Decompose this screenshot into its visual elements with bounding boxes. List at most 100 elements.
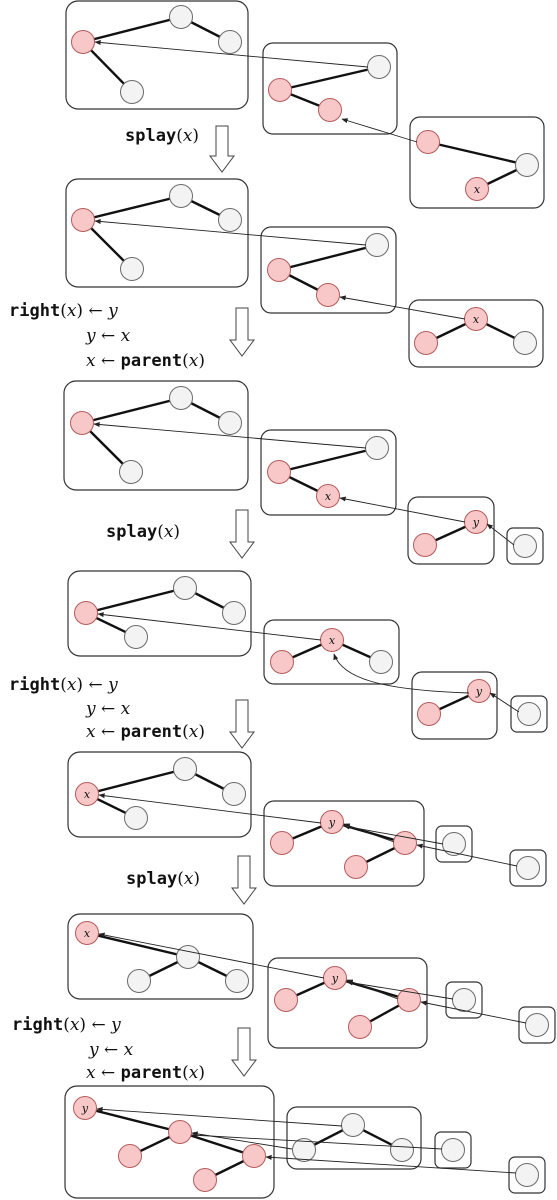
tree-node [168, 1120, 192, 1144]
node-label-x: x [329, 634, 336, 647]
path-parent-pointer [333, 653, 470, 694]
aux-tree-box [411, 671, 498, 740]
relink-line-1: right(x) ← y [12, 1015, 121, 1035]
tree-node [169, 184, 193, 208]
tree-node [267, 460, 291, 484]
tree-node [119, 460, 143, 484]
node-label-x: x [474, 183, 481, 196]
aux-tree-box [260, 226, 397, 314]
tree-edge [279, 65, 380, 92]
aux-tree-box [409, 116, 545, 209]
node-label-y: y [81, 1102, 89, 1115]
tree-node [292, 1138, 316, 1162]
tree-node [118, 1144, 142, 1168]
tree-node [71, 30, 95, 54]
aux-tree-box [65, 178, 249, 288]
relink-line-2: y ← x [88, 1040, 134, 1060]
tree-node [169, 5, 193, 29]
path-parent-pointer [346, 980, 454, 1000]
tree-node [397, 988, 421, 1012]
tree-node [173, 576, 197, 600]
aux-tree-box [508, 1156, 546, 1194]
relink-line-3: x ← parent(x) [86, 1063, 205, 1083]
path-parent-pointer [98, 793, 322, 824]
aux-tree-box [64, 1085, 275, 1199]
tree-node [344, 855, 368, 879]
aux-tree-box [518, 1006, 556, 1044]
tree-node [393, 831, 417, 855]
path-parent-pointer [489, 692, 520, 713]
tree-edge [278, 243, 378, 272]
tree-edge [85, 586, 186, 615]
op-relink-3: right(x) ← y y ← x x ← parent(x) [12, 1015, 257, 1083]
tree-node [516, 856, 540, 880]
tree-node [515, 153, 539, 177]
tree-node [517, 702, 541, 726]
relink-line-1: right(x) ← y [9, 675, 118, 695]
aux-tree-box [67, 913, 254, 1000]
path-parent-pointer [486, 523, 515, 546]
path-parent-pointer [339, 295, 466, 320]
path-parent-pointer [191, 1132, 443, 1150]
aux-tree-box [434, 1131, 472, 1169]
tree-edge [84, 1106, 181, 1134]
aux-tree-box [435, 825, 473, 863]
stage-7: y [64, 1085, 546, 1199]
node-label-y: y [472, 516, 480, 529]
path-parent-pointer [341, 118, 418, 143]
aux-tree-box [263, 619, 400, 685]
tree-node [318, 98, 342, 122]
aux-tree-box [510, 695, 548, 733]
path-parent-pointer [343, 823, 395, 843]
node-x [316, 484, 340, 508]
op-splay-2: splay(x) [106, 509, 255, 559]
aux-tree-box [63, 380, 249, 491]
aux-tree-box [445, 981, 483, 1019]
op-splay-3: splay(x) [126, 855, 257, 905]
down-arrow [229, 509, 255, 559]
relink-line-1: right(x) ← y [9, 301, 118, 321]
tree-node [169, 386, 193, 410]
relink-line-2: y ← x [85, 699, 131, 719]
tree-edge [82, 194, 182, 222]
path-parent-pointer [343, 824, 444, 845]
node-label-y: y [331, 972, 339, 985]
splay-label: splay(x) [106, 522, 180, 542]
tree-edge [81, 396, 182, 425]
node-label-x: x [473, 313, 480, 326]
node-label-y: y [328, 816, 336, 829]
tree-node [513, 331, 537, 355]
stage-3: x y [63, 380, 544, 565]
node-label-x: x [84, 788, 91, 801]
tree-node [218, 208, 242, 232]
tree-node [416, 130, 440, 154]
relink-line-3: x ← parent(x) [86, 351, 205, 371]
relink-line-2: y ← x [85, 326, 131, 346]
stage-2: x [65, 178, 544, 368]
tree-edge [82, 15, 182, 44]
tree-node [242, 1144, 266, 1168]
op-splay-1: splay(x) [125, 125, 235, 173]
node-y [467, 679, 491, 703]
path-parent-pointer [98, 932, 325, 979]
path-parent-pointer [416, 843, 518, 867]
node-label-x: x [325, 490, 332, 503]
tree-node [218, 411, 242, 435]
path-parent-pointer [420, 1000, 527, 1024]
tree-node [348, 1015, 372, 1039]
tree-node [74, 601, 98, 625]
tree-node [127, 969, 151, 993]
tree-node [173, 757, 197, 781]
tree-node [124, 625, 148, 649]
node-x [465, 177, 489, 201]
tree-node [316, 283, 340, 307]
relink-line-3: x ← parent(x) [86, 722, 205, 742]
path-parent-pointer [97, 612, 322, 641]
tree-node [525, 1013, 549, 1037]
tree-node [274, 988, 298, 1012]
down-arrow [231, 1027, 257, 1077]
tree-node [120, 257, 144, 281]
aux-tree-box [260, 429, 397, 516]
aux-tree-box [408, 299, 544, 368]
